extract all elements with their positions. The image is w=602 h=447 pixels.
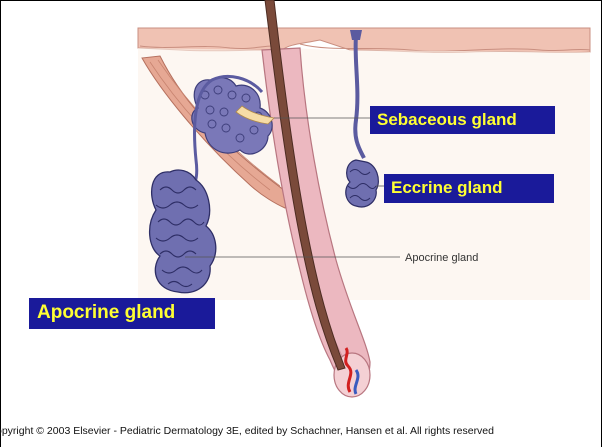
eccrine-pore [350,30,362,40]
eccrine-gland-coil [346,160,379,207]
copyright-notice: opyright © 2003 Elsevier - Pediatric Der… [0,425,602,437]
eccrine-gland-label: Eccrine gland [384,174,554,203]
apocrine-gland-label: Apocrine gland [29,298,215,329]
sebaceous-gland-label: Sebaceous gland [370,106,555,134]
apocrine-gland-inline-label: Apocrine gland [405,252,478,264]
